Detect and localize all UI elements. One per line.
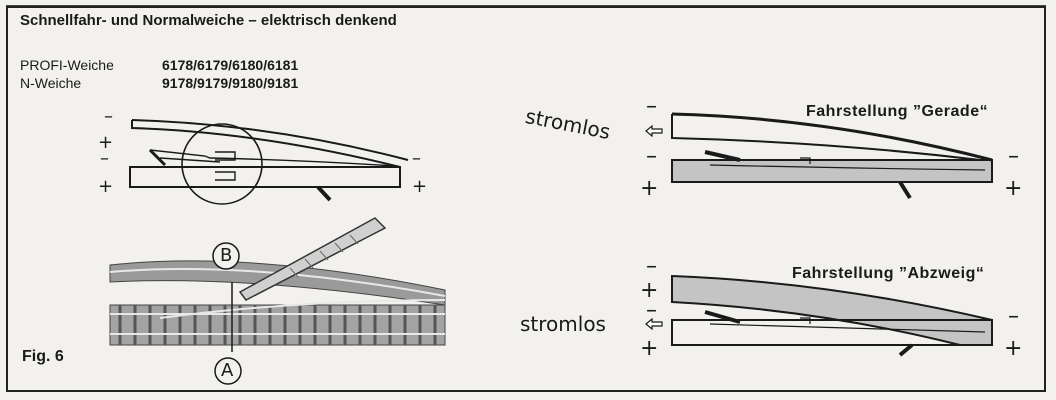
sign-minus-left-top: – [104,106,113,127]
sign-minus-straight-mid: – [646,144,657,169]
figure-label: Fig. 6 [22,348,64,365]
sign-minus-branch-mid: – [646,298,657,323]
sign-minus-branch-top: – [646,254,657,279]
sign-plus-left-top: + [98,132,114,153]
marker-b: B [220,245,233,266]
schematic-branch-position [645,274,993,357]
sign-minus-straight-top: – [646,94,657,119]
sign-minus-left-right: – [412,148,421,169]
sign-plus-left-right: + [412,176,428,197]
top-border-line [6,0,1046,6]
type-numbers-n: 9178/9179/9180/9181 [162,75,299,91]
schematic-straight-position [645,112,993,200]
sign-plus-branch-upper: + [640,278,659,303]
sign-minus-branch-right: – [1008,304,1019,329]
state-branch-label: Fahrstellung ”Abzweig“ [792,265,985,282]
type-label-profi: PROFI-Weiche [20,57,114,73]
type-label-n: N-Weiche [20,75,82,91]
sign-plus-straight-right: + [1004,176,1023,201]
figure-frame [6,6,1046,392]
sign-minus-straight-right: – [1008,144,1019,169]
state-straight-label: Fahrstellung ”Gerade“ [806,103,989,120]
stromlos-label-branch: stromlos [520,312,606,336]
marker-a: A [221,360,234,381]
sign-plus-left-bottom: + [98,176,114,197]
sign-plus-branch-bottom: + [640,336,659,361]
sign-plus-straight-bottom: + [640,176,659,201]
figure-title: Schnellfahr- und Normalweiche – elektris… [20,12,397,29]
sign-minus-left-mid: – [100,148,109,169]
sign-plus-branch-right: + [1004,336,1023,361]
schematic-turnout-left [129,119,409,205]
turnout-photo [109,217,446,385]
type-numbers-profi: 6178/6179/6180/6181 [162,57,299,73]
